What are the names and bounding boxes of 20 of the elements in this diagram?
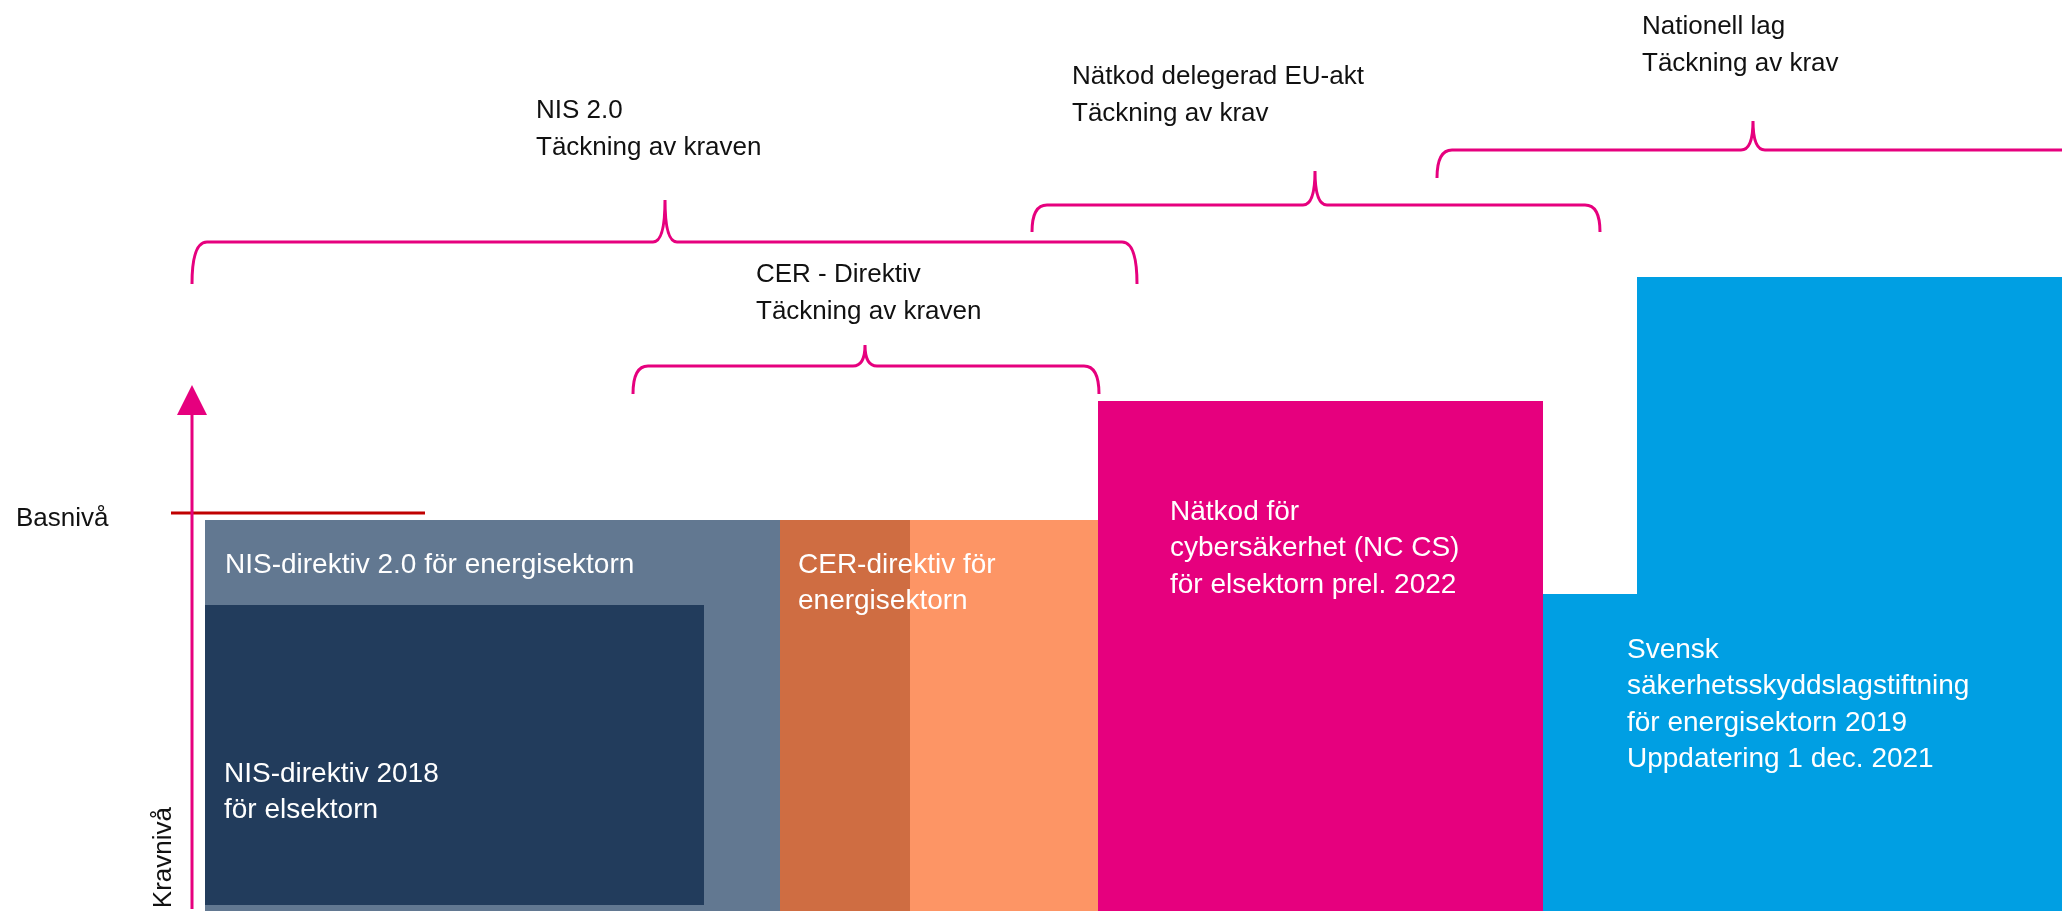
bracket-label: Täckning av kraven [536, 130, 763, 163]
bracket-label: CER - Direktiv [756, 257, 922, 290]
bracket-label: Täckning av krav [1642, 46, 1840, 79]
bracket-label: Täckning av krav [1072, 96, 1270, 129]
national-law-block [1543, 277, 2062, 911]
bracket-label: Nätkod delegerad EU-akt [1072, 59, 1365, 92]
directive-block [205, 605, 704, 905]
block-label: Svensk säkerhetsskyddslagstiftning för energisektorn 2019 Uppdatering 1 dec. 2021 [1627, 632, 1971, 776]
block-label: Nätkod för cybersäkerhet (NC CS) för elsektorn prel. 2022 [1170, 494, 1461, 601]
bracket-label: Täckning av kraven [756, 294, 983, 327]
network-code-block [1098, 401, 1543, 911]
directive-block [780, 520, 1098, 911]
level-label: Basnivå [16, 501, 110, 534]
block-label: NIS-direktiv 2.0 för energisektorn [225, 547, 636, 581]
block-label: CER-direktiv för energisektorn [798, 547, 997, 618]
bracket-label: NIS 2.0 [536, 93, 624, 126]
bracket-label: Nationell lag [1642, 9, 1787, 42]
axis-label: Kravnivå [146, 806, 179, 909]
block-label: NIS-direktiv 2018 för elsektorn [224, 756, 440, 827]
directive-block [205, 520, 780, 911]
